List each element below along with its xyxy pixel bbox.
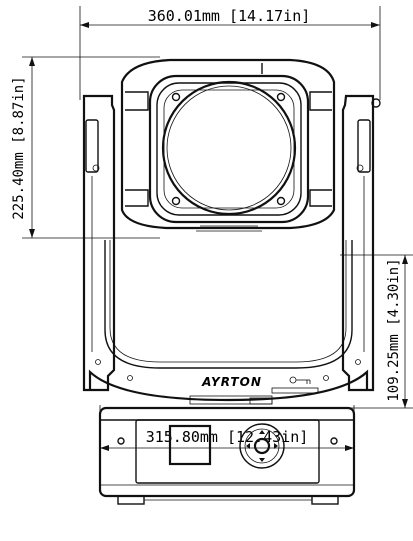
front-lens [161,80,297,216]
brand-logo: AYRTON [201,375,262,389]
enter-button [253,437,271,455]
head [120,58,336,232]
logo-strip: AYRTON [189,375,319,405]
dimension-top-width-label: 360.01mm [14.17in] [148,7,311,25]
display-screen [168,424,212,466]
dimension-base-width: 315.80mm [12.43in] [99,405,355,452]
yoke [82,94,381,402]
key-icon [289,376,311,384]
dimension-top-width: 360.01mm [14.17in] [79,6,381,100]
dimension-head-height-label: 225.40mm [8.87in] [11,76,27,219]
control-panel [135,419,320,484]
dimension-base-height: 109.25mm [4.30in] [340,254,413,409]
navigation-pad [239,423,285,469]
dimension-head-height: 225.40mm [8.87in] [11,56,160,239]
base [98,406,356,505]
dimension-base-height-label: 109.25mm [4.30in] [386,258,402,401]
